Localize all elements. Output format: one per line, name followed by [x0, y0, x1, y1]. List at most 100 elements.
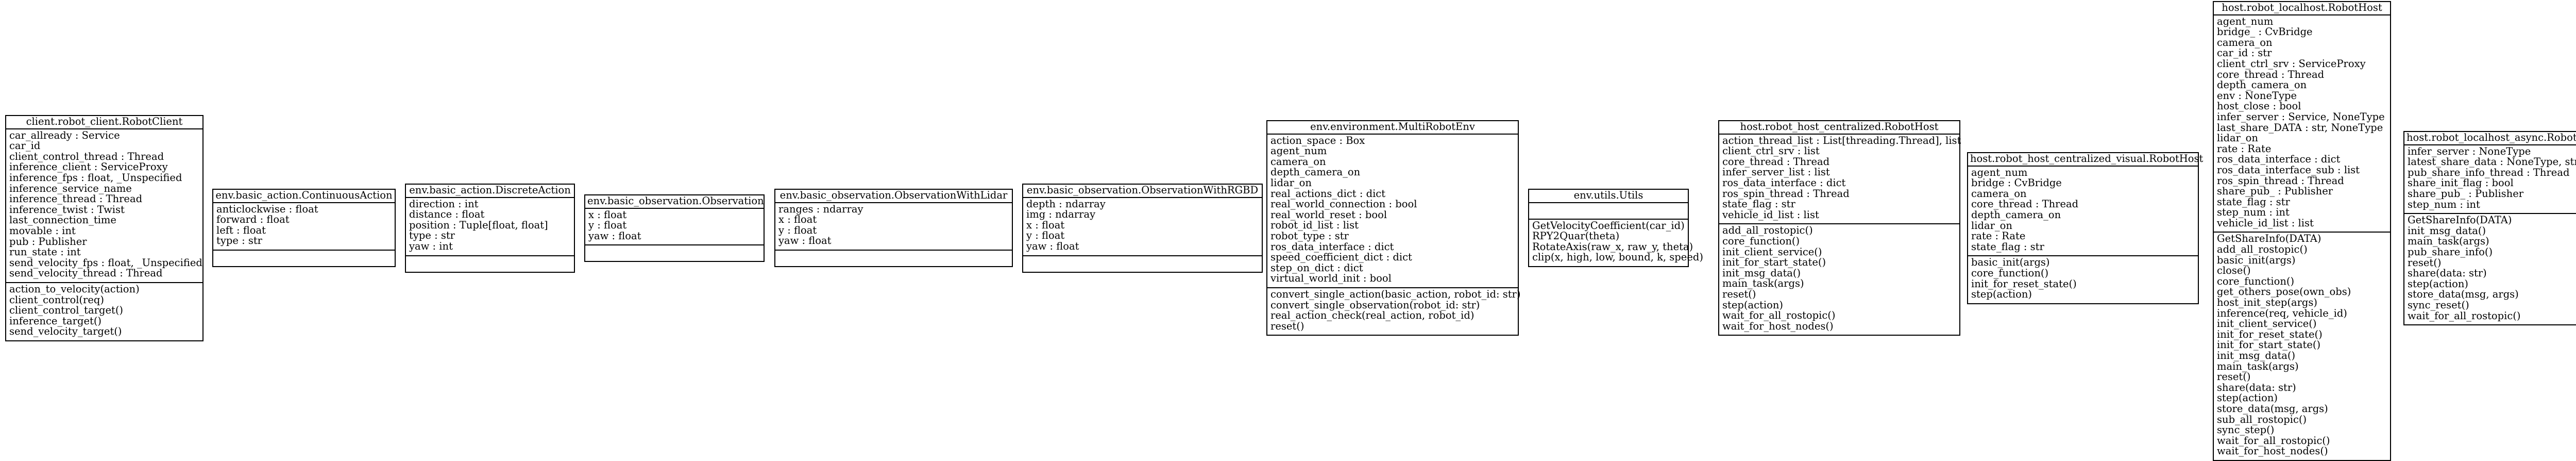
attribute: client_control_thread : Thread — [9, 150, 164, 162]
method: get_others_pose(own_obs) — [2217, 286, 2351, 298]
attribute: agent_num — [2217, 15, 2274, 27]
class-name: env.basic_observation.ObservationWithRGB… — [1023, 185, 1262, 198]
attribute: depth_camera_on — [1971, 208, 2061, 221]
attribute: left : float — [216, 224, 266, 236]
method: init_for_start_state() — [1722, 256, 1826, 269]
method-section: action_to_velocity(action)client_control… — [6, 282, 202, 340]
method: inference(req, vehicle_id) — [2217, 307, 2347, 319]
method-section: GetShareInfo(DATA)init_msg_data()main_ta… — [2404, 213, 2576, 324]
attribute: state_flag : str — [1971, 240, 2044, 253]
attribute: bridge_ : CvBridge — [2217, 26, 2313, 38]
class-box-env-basic-observation-observationwithlidar: env.basic_observation.ObservationWithLid… — [774, 189, 1013, 267]
attribute: y : float — [588, 219, 627, 232]
method: init_for_reset_state() — [2217, 328, 2323, 340]
attribute: vehicle_id_list : list — [2217, 217, 2314, 229]
class-name: env.utils.Utils — [1529, 190, 1688, 203]
class-box-host-robot-localhost-async-robothost: host.robot_localhost_async.RobotHostinfe… — [2403, 131, 2576, 326]
attribute: core_thread : Thread — [1722, 155, 1830, 168]
attribute: client_ctrl_srv : ServiceProxy — [2217, 57, 2366, 70]
method: wait_for_all_rostopic() — [1722, 309, 1836, 322]
method: add_all_rostopic() — [2217, 243, 2308, 256]
class-name: env.basic_action.ContinuousAction — [213, 190, 395, 203]
class-name: host.robot_host_centralized.RobotHost — [1719, 121, 1959, 135]
method: inference_target() — [9, 315, 102, 327]
class-box-env-basic-observation-observationwithrgbd: env.basic_observation.ObservationWithRGB… — [1022, 184, 1263, 273]
attribute: ros_spin_thread : Thread — [1722, 187, 1850, 200]
attribute: state_flag : str — [1722, 198, 1795, 210]
attribute: core_thread : Thread — [1971, 198, 2079, 210]
method: convert_single_action(basic_action, robo… — [1270, 288, 1521, 300]
attribute: latest_share_data : NoneType, str — [2408, 156, 2576, 168]
attribute: rate : Rate — [1971, 230, 2026, 242]
method: share(data: str) — [2408, 267, 2487, 279]
attribute: anticlockwise : float — [216, 203, 318, 215]
attribute: lidar_on — [2217, 132, 2258, 144]
class-name: host.robot_localhost_async.RobotHost — [2404, 132, 2576, 145]
method: step(action) — [2217, 392, 2278, 404]
attribute: position : Tuple[float, float] — [409, 219, 548, 231]
method: store_data(msg, args) — [2217, 402, 2328, 415]
attribute: y : float — [778, 224, 817, 236]
attribute: action_thread_list : List[threading.Thre… — [1722, 134, 1961, 146]
method: wait_for_all_rostopic() — [2217, 434, 2330, 447]
attribute: direction : int — [409, 197, 479, 210]
attribute: core_thread : Thread — [2217, 68, 2325, 80]
method: init_for_start_state() — [2217, 339, 2321, 351]
method-section — [213, 249, 395, 266]
attribute-section — [1529, 203, 1688, 219]
class-name: host.robot_localhost.RobotHost — [2214, 2, 2390, 15]
attribute: car_id — [9, 140, 41, 152]
attribute: vehicle_id_list : list — [1722, 208, 1819, 221]
attribute: state_flag : str — [2217, 195, 2290, 208]
method-section: basic_init(args)core_function()init_for_… — [1968, 255, 2198, 303]
attribute: last_share_DATA : str, NoneType — [2217, 121, 2383, 134]
class-name: client.robot_client.RobotClient — [6, 116, 202, 129]
attribute: yaw : float — [588, 229, 641, 242]
attribute: x : float — [588, 208, 627, 221]
attribute: type : str — [216, 235, 263, 247]
attribute: distance : float — [409, 208, 485, 221]
attribute: send_velocity_fps : float, _Unspecified — [9, 256, 202, 269]
attribute: inference_twist : Twist — [9, 203, 125, 216]
class-name: env.environment.MultiRobotEnv — [1267, 121, 1518, 135]
method: GetVelocityCoefficient(car_id) — [1532, 219, 1685, 232]
attribute: depth_camera_on — [1270, 166, 1361, 178]
method-section — [585, 244, 764, 261]
attribute: yaw : float — [778, 235, 832, 247]
attribute: real_world_reset : bool — [1270, 208, 1387, 221]
attribute: inference_service_name — [9, 182, 132, 194]
method: step(action) — [1971, 288, 2032, 301]
method: RotateAxis(raw_x, raw_y, theta) — [1532, 240, 1693, 253]
method-section: convert_single_action(basic_action, robo… — [1267, 287, 1521, 335]
method: GetShareInfo(DATA) — [2217, 233, 2321, 245]
attribute: robot_type : str — [1270, 229, 1349, 242]
method: step(action) — [2408, 277, 2468, 290]
attribute: real_world_connection : bool — [1270, 198, 1417, 210]
method-section — [775, 249, 1012, 266]
method: sub_all_rostopic() — [2217, 413, 2307, 425]
attribute: lidar_on — [1971, 219, 2012, 232]
class-name: env.basic_observation.ObservationWithLid… — [775, 190, 1012, 203]
method: reset() — [1270, 320, 1304, 332]
method: core_function() — [2217, 275, 2295, 287]
class-name: env.basic_observation.Observation — [585, 195, 764, 209]
attribute: real_actions_dict : dict — [1270, 187, 1386, 200]
method: init_for_reset_state() — [1971, 277, 2077, 290]
method: host_init_step(args) — [2217, 297, 2318, 309]
method-section — [1023, 255, 1262, 272]
attribute: inference_thread : Thread — [9, 193, 143, 205]
method: client_control_target() — [9, 304, 124, 317]
attribute: env : NoneType — [2217, 89, 2297, 102]
method: core_function() — [1722, 235, 1800, 247]
method: send_velocity_target() — [9, 325, 122, 338]
attribute: camera_on — [1270, 155, 1326, 168]
attribute: share_init_flag : bool — [2408, 177, 2514, 189]
